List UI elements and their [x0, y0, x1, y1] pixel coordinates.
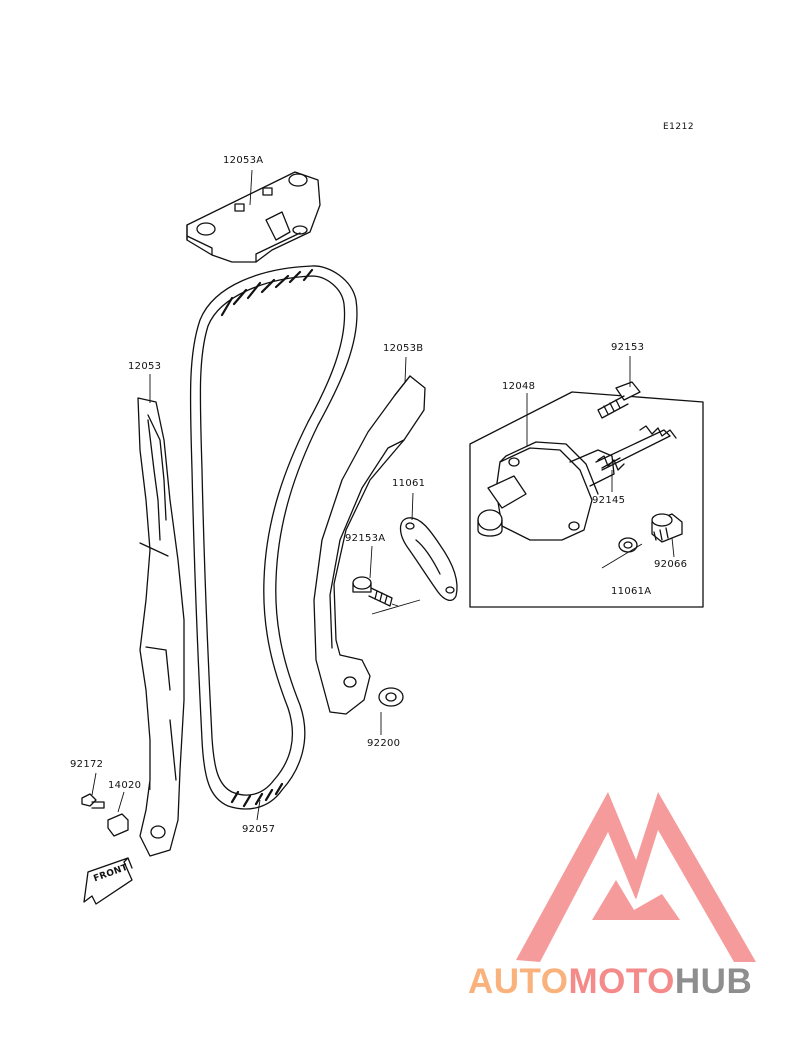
part-label-12048[interactable]: 12048	[502, 381, 536, 392]
part-label-92145[interactable]: 92145	[592, 495, 626, 506]
part-label-12053A[interactable]: 12053A	[223, 155, 264, 166]
chain-guide-12053	[137, 397, 185, 857]
bolt-92153A	[352, 576, 393, 607]
part-label-14020[interactable]: 14020	[108, 780, 142, 791]
small-parts-14020-92172	[81, 793, 129, 837]
part-label-12053B[interactable]: 12053B	[383, 343, 424, 354]
part-label-92066[interactable]: 92066	[654, 559, 688, 570]
part-label-92153[interactable]: 92153	[611, 342, 645, 353]
watermark-part1: AUTO	[468, 962, 569, 1001]
leader-lines	[91, 169, 675, 821]
part-label-12053[interactable]: 12053	[128, 361, 162, 372]
watermark-part2: MOTO	[568, 962, 675, 1001]
gasket-11061	[399, 517, 458, 602]
watermark-part3: HUB	[674, 962, 753, 1001]
tensioner-box	[469, 381, 704, 608]
cam-chain-92057	[189, 265, 358, 810]
part-label-92200[interactable]: 92200	[367, 738, 401, 749]
tensioner-guide-12053B	[313, 375, 426, 715]
part-label-92057[interactable]: 92057	[242, 824, 276, 835]
part-label-11061A[interactable]: 11061A	[611, 586, 652, 597]
front-arrow	[83, 857, 133, 905]
watermark-text: AUTOMOTOHUB	[468, 962, 752, 1002]
diagram-code: E1212	[663, 122, 695, 132]
washer-92200	[378, 687, 404, 707]
part-label-92153A[interactable]: 92153A	[345, 533, 386, 544]
part-label-92172[interactable]: 92172	[70, 759, 104, 770]
automotohub-logo	[516, 792, 756, 962]
upper-chain-guide-12053A	[186, 171, 321, 263]
part-label-11061[interactable]: 11061	[392, 478, 426, 489]
